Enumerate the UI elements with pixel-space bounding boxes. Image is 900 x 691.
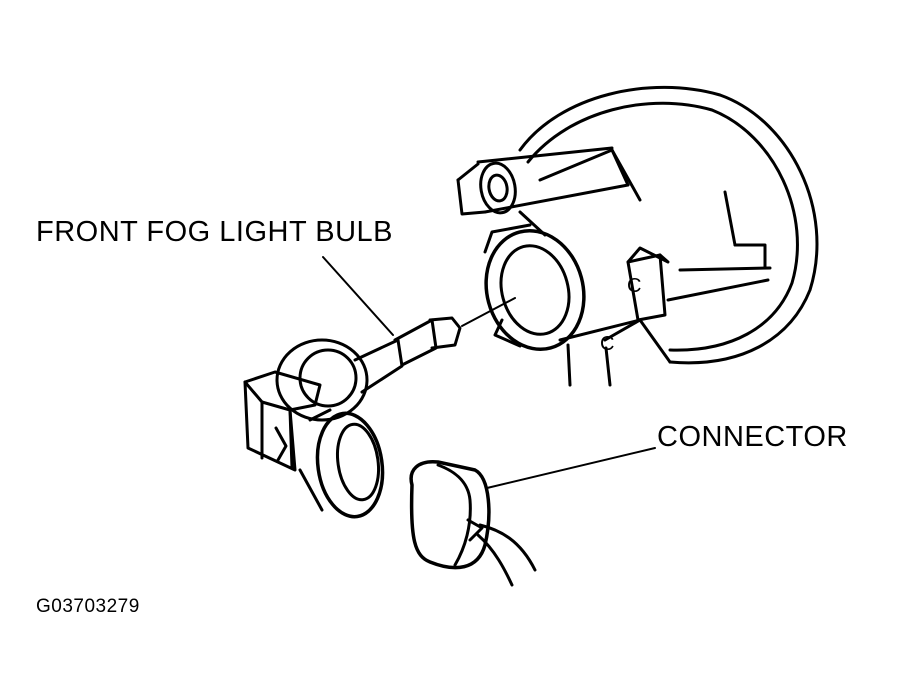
bulb-label: FRONT FOG LIGHT BULB — [36, 216, 393, 248]
connector-label: CONNECTOR — [657, 421, 848, 453]
insertion-guide-line — [462, 298, 515, 326]
housing-mark-c2: C — [600, 333, 614, 355]
connector-leader-line — [487, 448, 655, 488]
bulb-leader-line — [323, 257, 393, 335]
housing-mark-c1: C — [627, 275, 641, 297]
connector — [411, 462, 535, 585]
figure-code: G03703279 — [36, 596, 140, 617]
fog-light-housing — [458, 87, 817, 385]
fog-light-bulb — [245, 318, 460, 521]
